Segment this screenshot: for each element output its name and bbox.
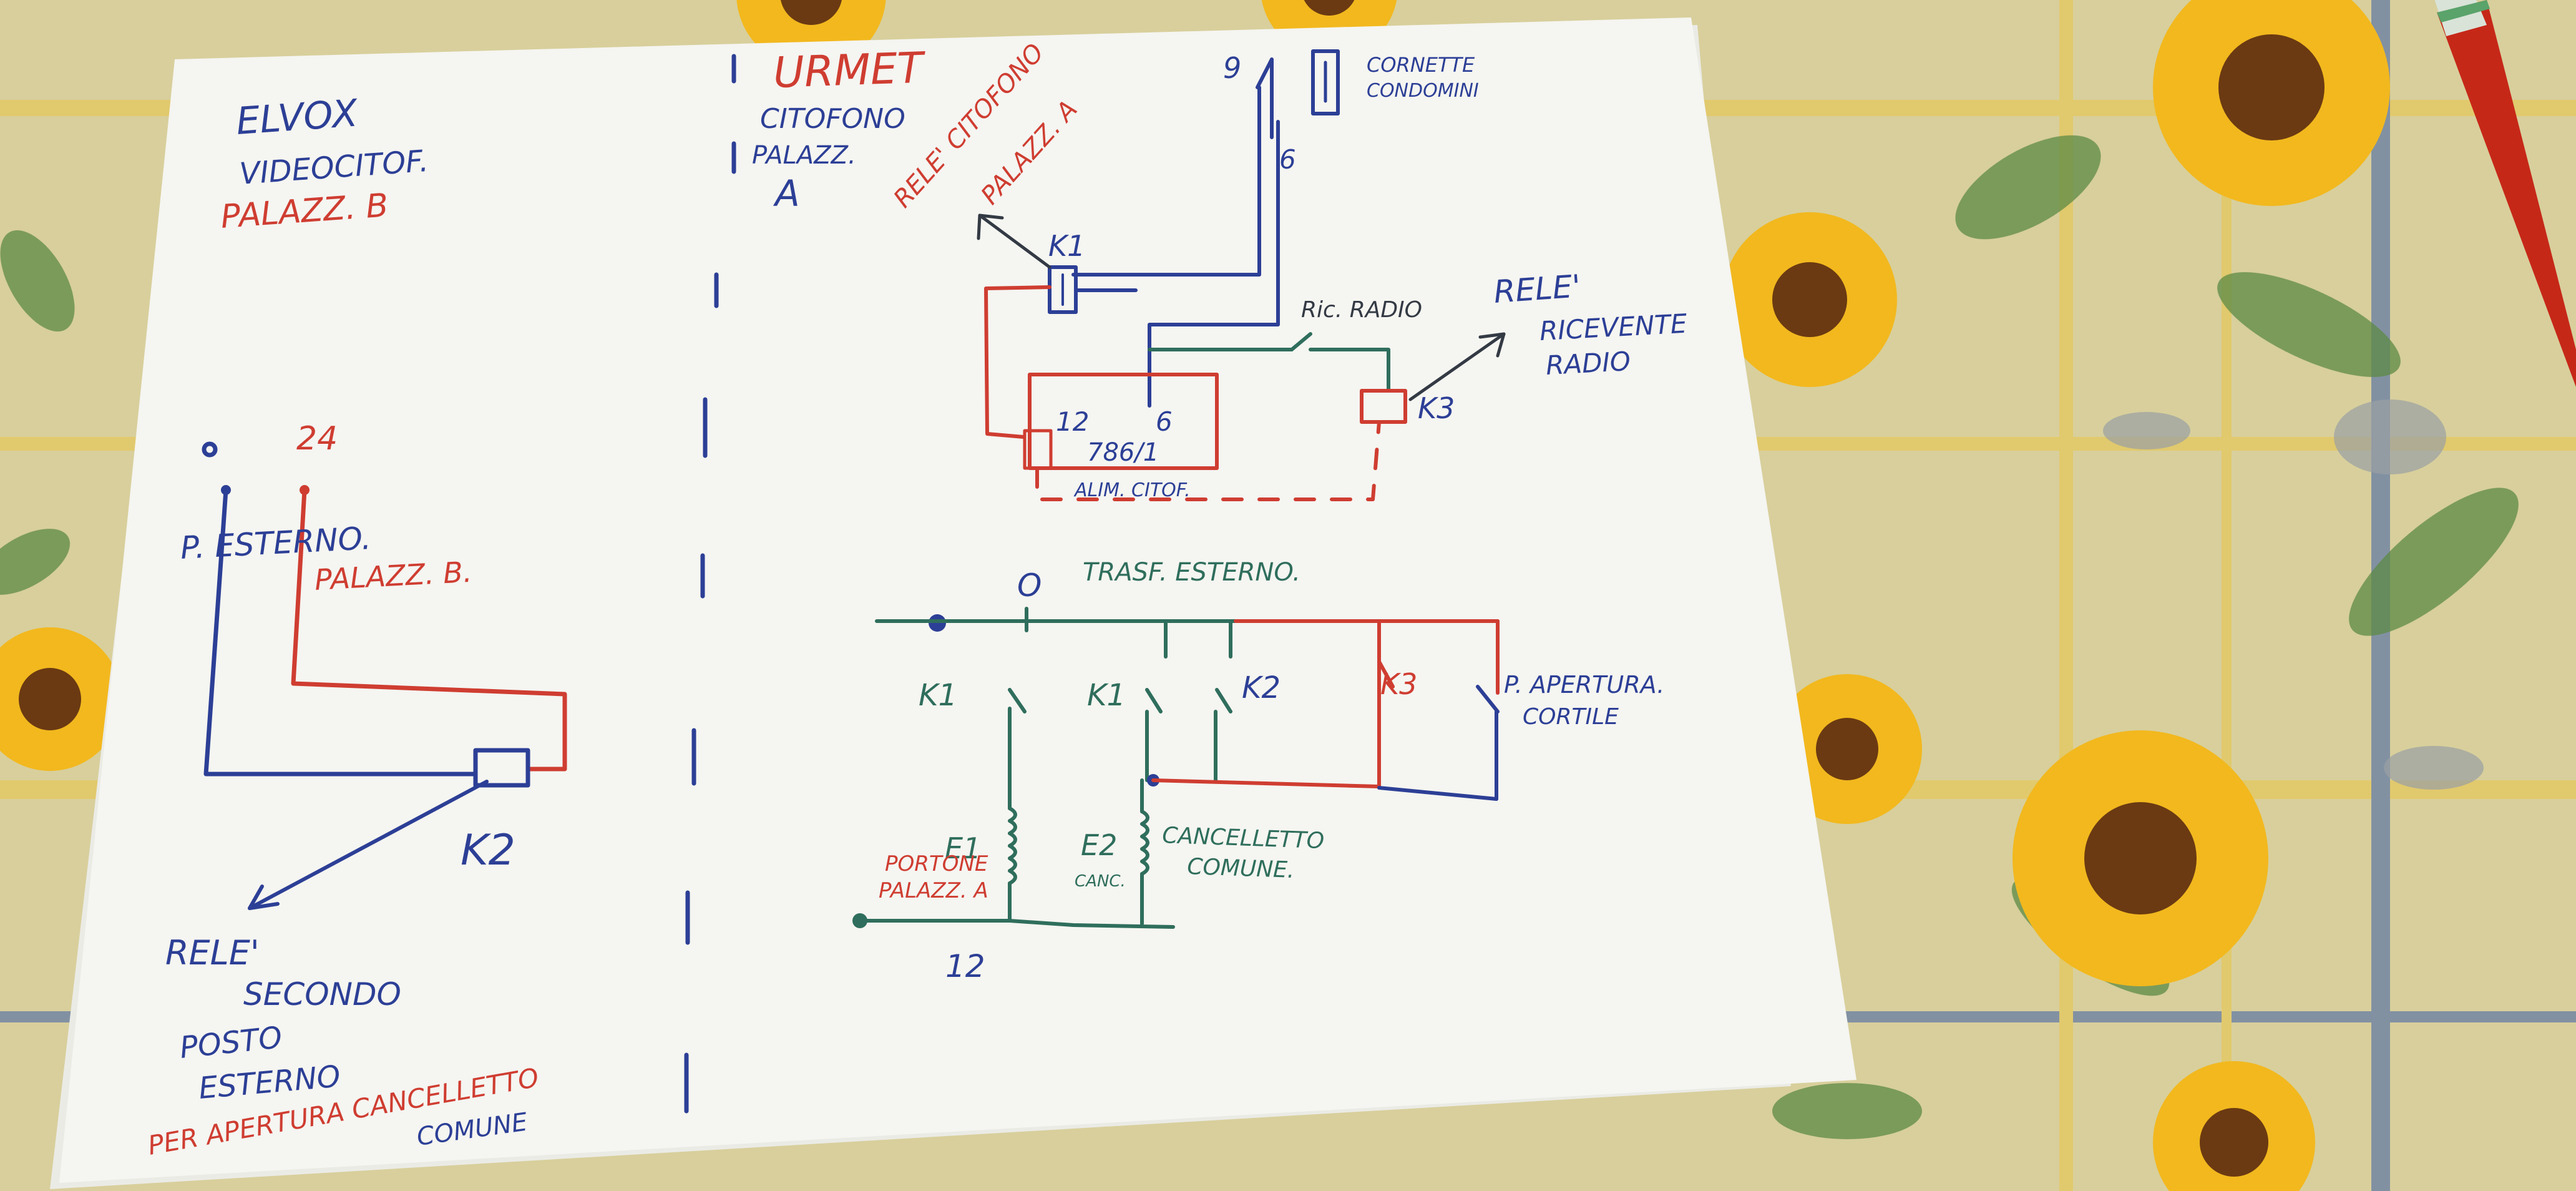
num-786-label: 786/1 <box>1087 438 1159 467</box>
elvox-label: ELVOX <box>235 91 360 144</box>
sunflower-icon <box>1722 212 1897 387</box>
canc-small-label: CANC. <box>1075 872 1126 891</box>
ric-radio-label: Ric. RADIO <box>1301 297 1422 323</box>
portone-label-2: PALAZZ. A <box>879 878 988 903</box>
palazz-label: PALAZZ. <box>752 141 856 170</box>
e2-label: E2 <box>1081 828 1117 862</box>
rele-ric-1: RELE' <box>1493 268 1582 310</box>
p-apertura-label-1: P. APERTURA. <box>1504 671 1664 698</box>
num-12-label: 12 <box>1056 406 1089 437</box>
k1-contact-b-label: K1 <box>1087 678 1126 713</box>
k2-main-label: K2 <box>461 826 515 875</box>
rele-second-2: SECONDO <box>243 976 401 1012</box>
cancelletto-label-2: COMUNE. <box>1187 854 1295 883</box>
zero-label: O <box>1017 567 1042 604</box>
num-9-label: 9 <box>1223 51 1241 85</box>
alim-citof-label: ALIM. CITOF. <box>1073 479 1191 501</box>
sunflower-icon <box>2012 730 2268 986</box>
a-label: A <box>773 172 800 215</box>
cornette-label-1: CORNETTE <box>1367 53 1475 77</box>
k3-coil-label: K3 <box>1418 391 1455 425</box>
rele-ric-3: RADIO <box>1545 346 1631 381</box>
p-apertura-label-2: CORTILE <box>1523 704 1619 730</box>
num-6-box-label: 6 <box>1156 406 1173 437</box>
portone-label-1: PORTONE <box>885 851 988 876</box>
citofono-label: CITOFONO <box>760 103 905 135</box>
k1-relay-label: K1 <box>1048 229 1085 263</box>
k1-contact-a-label: K1 <box>919 678 957 713</box>
cornette-label-2: CONDOMINI <box>1367 80 1479 102</box>
num-24-label: 24 <box>296 420 338 458</box>
k3-contact-label: K3 <box>1380 667 1417 701</box>
num-6-top-label: 6 <box>1279 144 1296 175</box>
trasf-label: TRASF. ESTERNO. <box>1083 558 1300 587</box>
rele-second-1: RELE' <box>165 933 260 973</box>
bottom-12-label: 12 <box>945 948 985 984</box>
urmet-label: URMET <box>773 43 927 97</box>
k2-contact-label: K2 <box>1242 670 1281 705</box>
